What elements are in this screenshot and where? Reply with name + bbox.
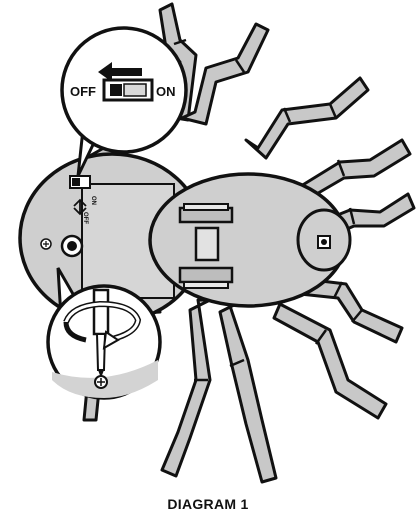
body-off-label: OFF (82, 212, 88, 224)
leg-rear-mid (162, 300, 210, 476)
body-power-switch[interactable] (70, 176, 90, 188)
callout-off-label: OFF (70, 84, 96, 99)
diagram-caption: DIAGRAM 1 (0, 496, 416, 512)
leg-front-right (246, 78, 368, 158)
leg-rear-right (220, 300, 276, 482)
body-on-label: ON (90, 196, 96, 205)
callout-on-label: ON (156, 84, 176, 99)
leg-right-4 (274, 290, 386, 418)
spider-thorax (150, 174, 350, 306)
